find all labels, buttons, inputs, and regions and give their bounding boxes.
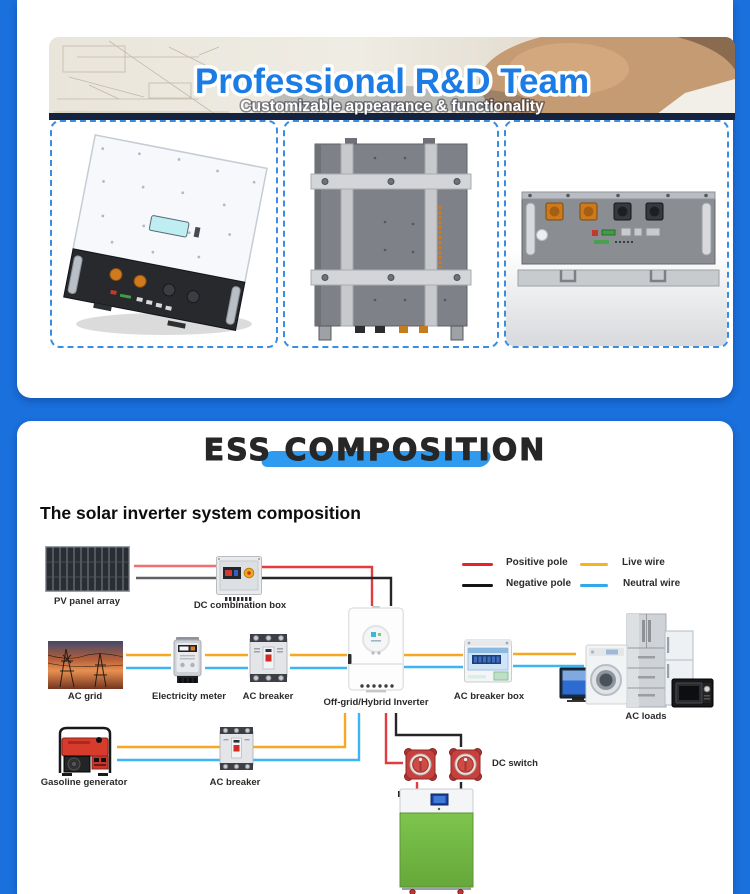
product-image-rack-battery [504,120,729,348]
photo-hand-highlight [509,43,629,95]
dc-switch-label: DC switch [492,758,538,769]
pv-panel-array-image [44,545,130,597]
legend-swatch-neutral [580,584,608,587]
breaker-box-label: AC breaker box [453,691,525,702]
generator-label: Gasoline generator [40,777,128,788]
hybrid-inverter-image [347,606,404,699]
rd-banner-photo: Professional R&D Team Customizable appea… [49,37,735,120]
rd-team-card: Professional R&D Team Customizable appea… [17,0,735,398]
product-image-inverter-render [50,120,278,348]
legend-label-positive: Positive pole [506,557,568,568]
dc-switch-1-image [402,746,439,788]
cabinet-top-graphic [310,138,472,341]
photo-paper-sheet [649,79,735,120]
rack-battery-graphic [506,191,727,346]
battery-image [397,788,475,894]
legend-label-negative: Negative pole [506,578,572,589]
banner-subtitle: Customizable appearance & functionality [240,98,544,115]
legend-swatch-positive [462,563,493,566]
ac-breaker-grid-image [249,634,288,687]
legend-label-live: Live wire [622,557,665,568]
ac-breaker-box-image [464,639,512,688]
dc-switch-2-image [447,746,484,788]
dc-box-label: DC combination box [193,600,287,611]
ess-section-subheading: The solar inverter system composition [40,503,361,523]
ac-breaker-gen-image [219,727,254,775]
meter-label: Electricity meter [152,691,226,702]
pv-panel-label: PV panel array [53,596,121,607]
ac-grid-image [47,641,124,694]
banner-bottom-strip [49,113,735,120]
dc-combination-box-image [216,556,262,607]
legend-swatch-live [580,563,608,566]
inverter-render-graphic [63,134,268,335]
inverter-label: Off-grid/Hybrid Inverter [323,697,429,708]
blueprint-sketch-lines [54,40,230,118]
ess-section-title: ESS COMPOSITION [203,433,547,469]
rd-banner: Professional R&D Team Customizable appea… [49,37,735,120]
legend-swatch-negative [462,584,493,587]
breaker-grid-label: AC breaker [242,691,294,702]
banner-title: Professional R&D Team [195,62,589,101]
ac-grid-label: AC grid [67,691,103,702]
product-image-cabinet-top [283,120,499,348]
breaker-gen-label: AC breaker [209,777,261,788]
photo-pencil-shadow [274,86,524,112]
gasoline-generator-image [54,726,116,782]
ac-loads-image [558,612,714,713]
legend-label-neutral: Neutral wire [623,578,681,589]
ac-loads-label: AC loads [625,711,667,722]
electricity-meter-image [172,637,203,690]
